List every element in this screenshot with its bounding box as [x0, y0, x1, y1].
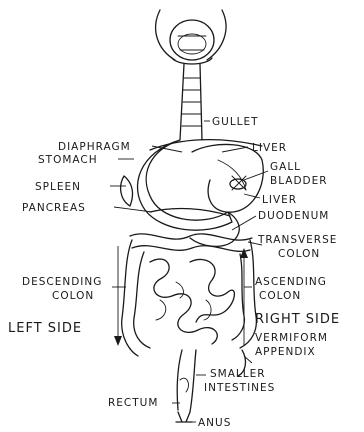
- gullet-drawing: [180, 64, 202, 140]
- label-right-side: RIGHT SIDE: [255, 312, 340, 327]
- label-ascending-colon: COLON: [259, 290, 301, 302]
- anus-drawing: [176, 412, 192, 422]
- label-descending-colon: COLON: [52, 290, 94, 302]
- label-transverse-colon: COLON: [278, 248, 320, 260]
- small-intestine-drawing: [150, 259, 234, 344]
- mouth-drawing: [156, 10, 226, 64]
- label-ascending: ASCENDING: [255, 276, 327, 288]
- spleen-drawing: [121, 176, 133, 206]
- label-rectum: RECTUM: [108, 397, 158, 409]
- descending-colon-drawing: [122, 240, 138, 356]
- stomach-drawing: [138, 140, 232, 230]
- label-descending: DESCENDING: [22, 276, 102, 288]
- label-diaphragm: DIAPHRAGM: [58, 141, 131, 153]
- rectum-drawing: [177, 350, 196, 412]
- label-transverse: TRANSVERSE: [257, 234, 337, 246]
- label-anus: ANUS: [198, 417, 231, 429]
- label-gall: GALL: [270, 161, 301, 173]
- label-spleen: SPLEEN: [35, 181, 81, 193]
- gall-duct-drawing: [232, 176, 246, 190]
- label-liver-top: LIVER: [252, 142, 287, 154]
- left-side-arrow: [114, 246, 122, 346]
- label-bladder: BLADDER: [270, 175, 328, 187]
- liver-drawing: [192, 144, 263, 212]
- label-appendix: APPENDIX: [255, 346, 316, 358]
- transverse-colon-drawing-lower: [132, 246, 250, 252]
- label-gullet: GULLET: [212, 116, 259, 128]
- duodenum-drawing: [190, 212, 239, 246]
- label-smaller: SMALLER: [210, 368, 266, 380]
- label-duodenum: DUODENUM: [258, 210, 329, 222]
- label-liver-lower: LIVER: [262, 194, 297, 206]
- label-stomach: STOMACH: [38, 154, 98, 166]
- label-pancreas: PANCREAS: [22, 202, 86, 214]
- label-intestines: INTESTINES: [204, 382, 275, 394]
- descending-colon-drawing-inner: [134, 252, 150, 348]
- rectum-fold-drawing: [180, 378, 188, 392]
- labels: GULLET DIAPHRAGM STOMACH LIVER GALL BLAD…: [8, 116, 340, 429]
- label-left-side: LEFT SIDE: [8, 321, 82, 336]
- label-vermiform: VERMIFORM: [255, 332, 328, 344]
